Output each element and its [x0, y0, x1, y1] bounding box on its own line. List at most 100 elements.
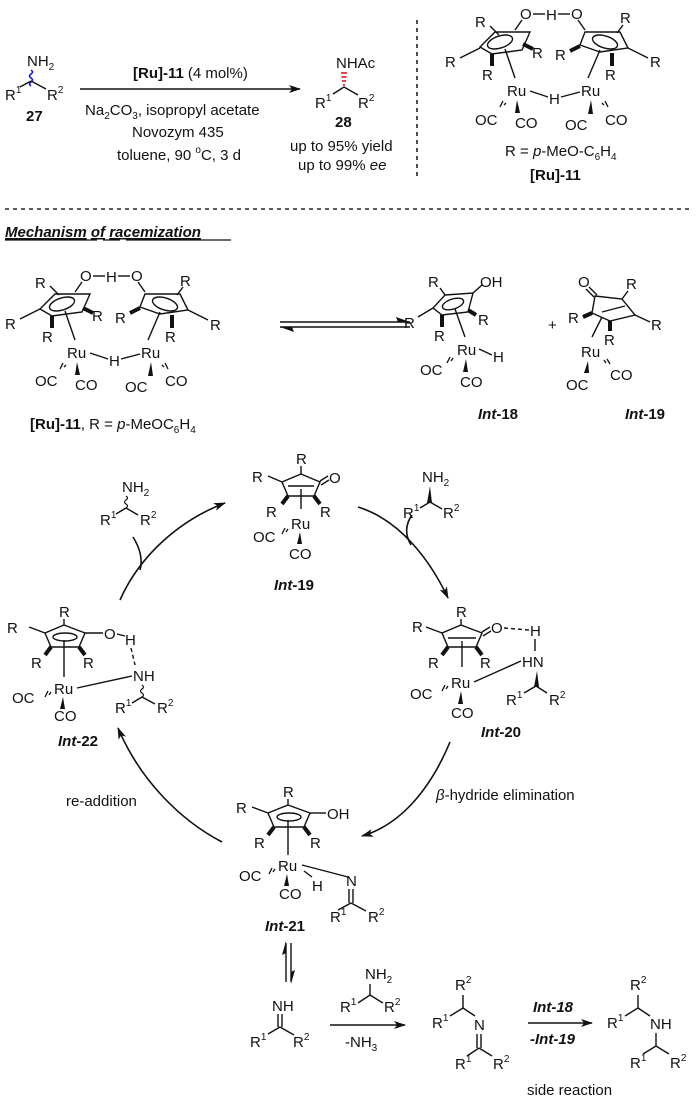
- svg-text:R1: R1: [607, 1013, 624, 1032]
- bond: [332, 86, 345, 95]
- svg-text:R: R: [480, 655, 491, 672]
- int-19-structure-top: O R R R R Ru OC CO: [566, 274, 662, 394]
- r2-label: R2: [47, 85, 64, 104]
- svg-text:Ru: Ru: [291, 516, 310, 533]
- svg-text:Ru: Ru: [581, 344, 600, 361]
- svg-text:O: O: [131, 268, 143, 285]
- svg-text:R: R: [428, 655, 439, 672]
- oxygen-label: O: [520, 6, 532, 23]
- side-arrow-1: NH2 R1 R2 -NH3: [330, 966, 406, 1054]
- svg-text:R: R: [404, 315, 415, 332]
- svg-text:R: R: [31, 655, 42, 672]
- svg-text:R: R: [650, 54, 661, 71]
- svg-text:CO: CO: [289, 546, 312, 563]
- svg-text:R1: R1: [432, 1013, 449, 1032]
- svg-text:OC: OC: [420, 362, 443, 379]
- wavy-bond: [28, 69, 34, 87]
- svg-text:NH2: NH2: [365, 966, 393, 986]
- svg-text:H: H: [549, 91, 560, 108]
- svg-text:R: R: [310, 835, 321, 852]
- svg-text:H: H: [493, 349, 504, 366]
- int-19-structure-cycle: R O R R R Ru OC CO: [252, 451, 341, 563]
- catalyst-condition: [Ru]-11(4 mol%): [133, 65, 248, 82]
- cycle-arrow-to-int19: [119, 502, 226, 601]
- bond: [30, 80, 47, 90]
- mechanism-heading: Mechanism of racemization: [5, 224, 231, 241]
- svg-text:CO: CO: [75, 377, 98, 394]
- svg-text:H: H: [546, 7, 557, 24]
- svg-text:CO: CO: [451, 705, 474, 722]
- svg-text:R: R: [434, 328, 445, 345]
- svg-text:O: O: [578, 274, 590, 291]
- svg-text:NH: NH: [272, 998, 294, 1015]
- svg-text:N: N: [474, 1017, 485, 1034]
- svg-text:R2: R2: [443, 503, 460, 522]
- catalyst-ru-11-top: O H O R R R R R R R R Ru H Ru: [445, 6, 661, 184]
- svg-text:OH: OH: [480, 274, 503, 291]
- svg-text:R2: R2: [630, 975, 647, 994]
- svg-text:R: R: [283, 784, 294, 801]
- r1-label: R1: [5, 85, 22, 104]
- svg-text:R: R: [7, 620, 18, 637]
- svg-text:H: H: [125, 632, 136, 649]
- svg-text:R: R: [320, 504, 331, 521]
- svg-text:R: R: [83, 655, 94, 672]
- svg-text:Ru: Ru: [507, 83, 526, 100]
- svg-text:HN: HN: [522, 654, 544, 671]
- svg-text:R2: R2: [493, 1054, 510, 1073]
- svg-text:O: O: [571, 6, 583, 23]
- svg-text:R2: R2: [368, 907, 385, 926]
- r-definition: R = p-MeO-C6H4: [505, 143, 617, 163]
- r2-label: R2: [358, 93, 375, 112]
- r1-label: R1: [315, 93, 332, 112]
- int-20-label: Int-20: [481, 724, 521, 741]
- int-21-structure: R R OH R R Ru H OC CO N R1 R2: [236, 784, 385, 926]
- svg-text:R: R: [428, 274, 439, 291]
- svg-text:OH: OH: [327, 806, 350, 823]
- bond: [343, 86, 359, 96]
- svg-text:R1: R1: [506, 690, 523, 709]
- svg-text:OC: OC: [410, 686, 433, 703]
- svg-text:NH: NH: [650, 1016, 672, 1033]
- svg-text:O: O: [104, 626, 116, 643]
- catalyst-ru-11-dimer: O H O R R R R R R R R Ru H Ru: [5, 268, 221, 396]
- compound-label-27: 27: [26, 108, 43, 125]
- svg-text:CO: CO: [279, 886, 302, 903]
- svg-text:R2: R2: [455, 975, 472, 994]
- svg-text:H: H: [109, 353, 120, 370]
- svg-text:OC: OC: [12, 690, 35, 707]
- int-18-label: Int-18: [478, 406, 518, 423]
- svg-text:Ru: Ru: [54, 681, 73, 698]
- svg-text:Ru: Ru: [581, 83, 600, 100]
- svg-text:R: R: [254, 835, 265, 852]
- svg-text:-Int-19: -Int-19: [530, 1031, 576, 1048]
- imine-intermediate: NH R1 R2: [250, 998, 310, 1051]
- svg-text:R: R: [42, 329, 53, 346]
- svg-text:NH2: NH2: [122, 479, 150, 499]
- equilibrium-arrow: [280, 317, 410, 332]
- svg-text:R: R: [92, 308, 103, 325]
- svg-text:R: R: [296, 451, 307, 468]
- svg-text:OC: OC: [566, 377, 589, 394]
- catalyst-label: [Ru]-11: [530, 167, 581, 184]
- svg-text:CO: CO: [610, 367, 633, 384]
- side-reaction-caption: side reaction: [527, 1082, 612, 1099]
- svg-text:R1: R1: [330, 907, 347, 926]
- side-arrow-2: Int-18 -Int-19: [528, 999, 593, 1048]
- svg-text:R: R: [5, 316, 16, 333]
- svg-text:Ru: Ru: [141, 345, 160, 362]
- bond: [19, 80, 32, 88]
- readdition-label: re-addition: [66, 793, 137, 810]
- svg-text:R1: R1: [115, 698, 132, 717]
- svg-text:CO: CO: [605, 112, 628, 129]
- svg-text:R: R: [445, 54, 456, 71]
- svg-text:OC: OC: [565, 117, 588, 134]
- amine-substrate-incoming: NH2 R1 R2: [403, 469, 460, 522]
- ee-text: up to 99% ee: [298, 157, 386, 174]
- int-22-structure: R R O H NH R R Ru OC CO R1 R2: [7, 604, 174, 725]
- int-20-structure: R O H HN R R R Ru OC CO R1 R2: [410, 604, 566, 722]
- svg-text:CO: CO: [54, 708, 77, 725]
- svg-text:CO: CO: [460, 374, 483, 391]
- svg-text:R: R: [605, 67, 616, 84]
